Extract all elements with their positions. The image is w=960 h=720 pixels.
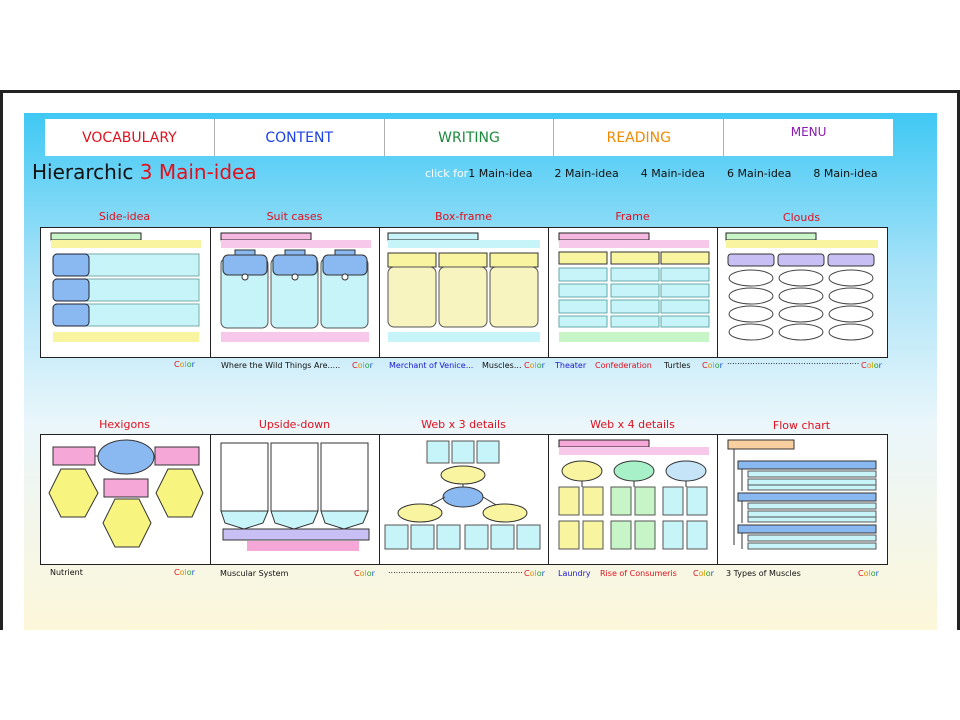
- color-word: Color: [352, 361, 373, 370]
- caption-rise-of-consumeris[interactable]: Rise of Consumeris: [600, 569, 677, 578]
- color-word: Color: [174, 360, 195, 369]
- label-hexigons[interactable]: Hexigons: [99, 418, 150, 431]
- color-link-5[interactable]: Color: [861, 361, 882, 370]
- caption-muscles[interactable]: Muscles...: [482, 361, 522, 370]
- color-link-1[interactable]: Color: [174, 360, 195, 369]
- color-link-6[interactable]: Color: [174, 568, 195, 577]
- color-word: Color: [524, 361, 545, 370]
- caption-blank-clouds[interactable]: ........................................…: [727, 357, 860, 366]
- caption-nutrient[interactable]: Nutrient: [50, 568, 83, 577]
- color-word: Color: [174, 568, 195, 577]
- label-web-x4[interactable]: Web x 4 details: [590, 418, 675, 431]
- click-for-bar: click for 1 Main-idea 2 Main-idea 4 Main…: [425, 167, 878, 180]
- caption-laundry[interactable]: Laundry: [558, 569, 591, 578]
- panel-frame[interactable]: [548, 227, 718, 358]
- panel-web-x4[interactable]: [548, 434, 718, 565]
- caption-blank-web3[interactable]: ........................................…: [388, 566, 522, 575]
- nav-menu[interactable]: MENU: [790, 125, 827, 139]
- title-prefix: Hierarchic: [32, 160, 140, 184]
- color-link-9[interactable]: Color: [693, 569, 714, 578]
- panel-upside-down[interactable]: [210, 434, 380, 565]
- option-6-main-idea[interactable]: 6 Main-idea: [727, 167, 792, 180]
- label-suit-cases[interactable]: Suit cases: [266, 210, 323, 223]
- color-word: Color: [693, 569, 714, 578]
- panel-hexigons[interactable]: [40, 434, 211, 565]
- label-clouds[interactable]: Clouds: [782, 211, 821, 224]
- panel-web-x3[interactable]: [379, 434, 549, 565]
- option-2-main-idea[interactable]: 2 Main-idea: [554, 167, 619, 180]
- caption-theater[interactable]: Theater: [555, 361, 587, 370]
- page-title: Hierarchic 3 Main-idea: [32, 160, 257, 184]
- nav-vocabulary[interactable]: VOCABULARY: [45, 119, 215, 156]
- color-link-2[interactable]: Color: [352, 361, 373, 370]
- label-side-idea[interactable]: Side-idea: [98, 210, 151, 223]
- nav-writing[interactable]: WRITING: [385, 119, 555, 156]
- label-upside-down[interactable]: Upside-down: [258, 418, 331, 431]
- color-word: Color: [858, 569, 879, 578]
- title-highlight: 3 Main-idea: [139, 160, 257, 184]
- color-link-8[interactable]: Color: [524, 569, 545, 578]
- click-for-label: click for: [425, 167, 469, 180]
- caption-confederation[interactable]: Confederation: [595, 361, 652, 370]
- label-web-x3[interactable]: Web x 3 details: [421, 418, 506, 431]
- panel-clouds[interactable]: [717, 227, 888, 358]
- label-flow-chart[interactable]: Flow chart: [772, 419, 831, 432]
- label-frame[interactable]: Frame: [615, 210, 650, 223]
- nav-reading[interactable]: READING: [554, 119, 725, 156]
- caption-muscular-system[interactable]: Muscular System: [220, 569, 289, 578]
- panel-flow-chart[interactable]: [717, 434, 888, 565]
- option-4-main-idea[interactable]: 4 Main-idea: [640, 167, 706, 180]
- color-link-7[interactable]: Color: [354, 569, 375, 578]
- option-8-main-idea[interactable]: 8 Main-idea: [813, 167, 878, 180]
- label-box-frame[interactable]: Box-frame: [434, 210, 493, 223]
- color-word: Color: [524, 569, 545, 578]
- color-link-4[interactable]: Color: [702, 361, 723, 370]
- caption-merchant-of-venice[interactable]: Merchant of Venice...: [389, 361, 474, 370]
- color-link-3[interactable]: Color: [524, 361, 545, 370]
- color-word: Color: [354, 569, 375, 578]
- panel-suit-cases[interactable]: [210, 227, 380, 358]
- panel-side-idea[interactable]: [40, 227, 211, 358]
- top-nav: VOCABULARY CONTENT WRITING READING MENU: [45, 119, 893, 156]
- panel-box-frame[interactable]: [379, 227, 549, 358]
- option-1-main-idea[interactable]: 1 Main-idea: [468, 167, 533, 180]
- caption-three-types-of-muscles[interactable]: 3 Types of Muscles: [726, 569, 801, 578]
- color-link-10[interactable]: Color: [858, 569, 879, 578]
- nav-content[interactable]: CONTENT: [215, 119, 385, 156]
- color-word: Color: [702, 361, 723, 370]
- color-word: Color: [861, 361, 882, 370]
- caption-wild-things[interactable]: Where the Wild Things Are.....: [221, 361, 341, 370]
- caption-turtles[interactable]: Turtles: [664, 361, 691, 370]
